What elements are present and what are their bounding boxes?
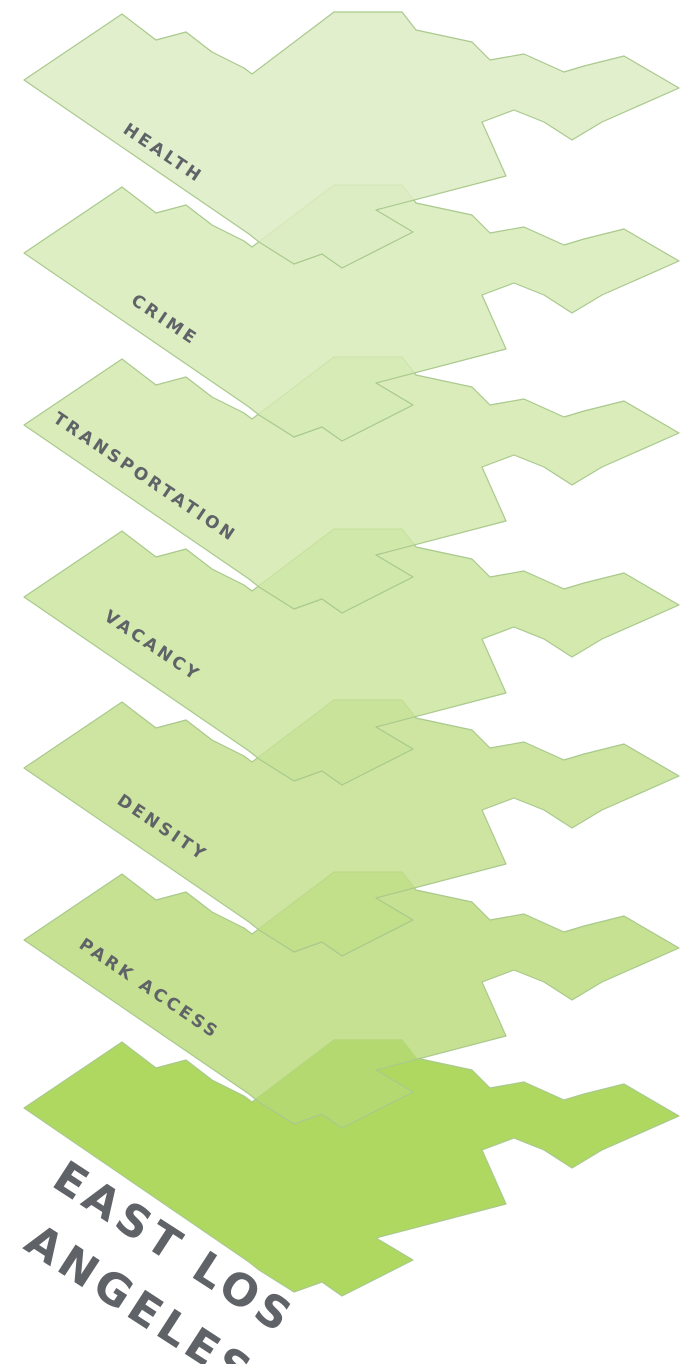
layer-stack-diagram: HEALTH CRIME TRANSPORTATION VACANCY DENS…: [16, 11, 680, 1364]
